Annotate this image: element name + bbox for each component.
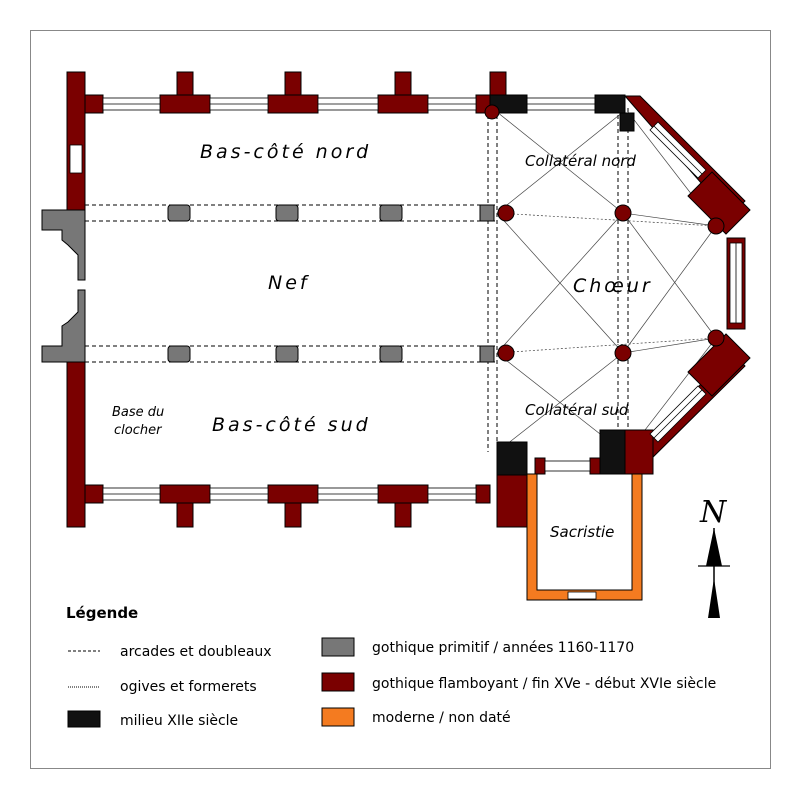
plan-frame — [30, 30, 771, 769]
pillar — [379, 204, 403, 222]
sacristy-walls — [526, 473, 643, 601]
north-label: N — [699, 495, 728, 530]
legend-label-flamboyant-gothic: gothique flamboyant / fin XVe - début XV… — [372, 676, 716, 692]
label-south-aisle: Bas-côté sud — [212, 414, 371, 436]
legend: Légende arcades et doubleaux ogives et f… — [66, 604, 716, 729]
pillar — [275, 204, 299, 222]
legend-label-mid-12th: milieu XIIe siècle — [120, 713, 238, 729]
label-north-aisle: Bas-côté nord — [200, 141, 371, 163]
pillar — [275, 345, 299, 363]
north-arrow-icon: N — [698, 495, 730, 618]
pillar — [379, 345, 403, 363]
legend-label-ribs: ogives et formerets — [120, 679, 257, 695]
walls-mid-12th-century — [489, 94, 635, 476]
label-bell-tower-base-1: Base du — [112, 405, 164, 420]
choir-piers — [484, 104, 725, 362]
nave-pillars — [167, 204, 403, 363]
walls-early-gothic — [41, 204, 495, 363]
legend-swatch-mid-12th — [67, 710, 101, 728]
label-sacristy: Sacristie — [550, 523, 614, 541]
label-nave: Nef — [268, 272, 310, 294]
label-north-collateral: Collatéral nord — [525, 152, 636, 170]
legend-label-modern: moderne / non daté — [372, 710, 511, 726]
legend-swatch-early-gothic — [321, 637, 355, 657]
legend-label-early-gothic: gothique primitif / années 1160-1170 — [372, 640, 634, 656]
legend-label-arcades: arcades et doubleaux — [120, 644, 272, 660]
label-bell-tower-base-2: clocher — [114, 423, 163, 438]
windows — [69, 97, 743, 501]
label-south-collateral: Collatéral sud — [525, 401, 629, 419]
legend-title: Légende — [66, 604, 138, 622]
pillar — [167, 204, 191, 222]
pillar — [167, 345, 191, 363]
legend-swatch-modern — [321, 707, 355, 727]
legend-swatch-flamboyant-gothic — [321, 672, 355, 692]
label-choir: Chœur — [573, 275, 653, 297]
